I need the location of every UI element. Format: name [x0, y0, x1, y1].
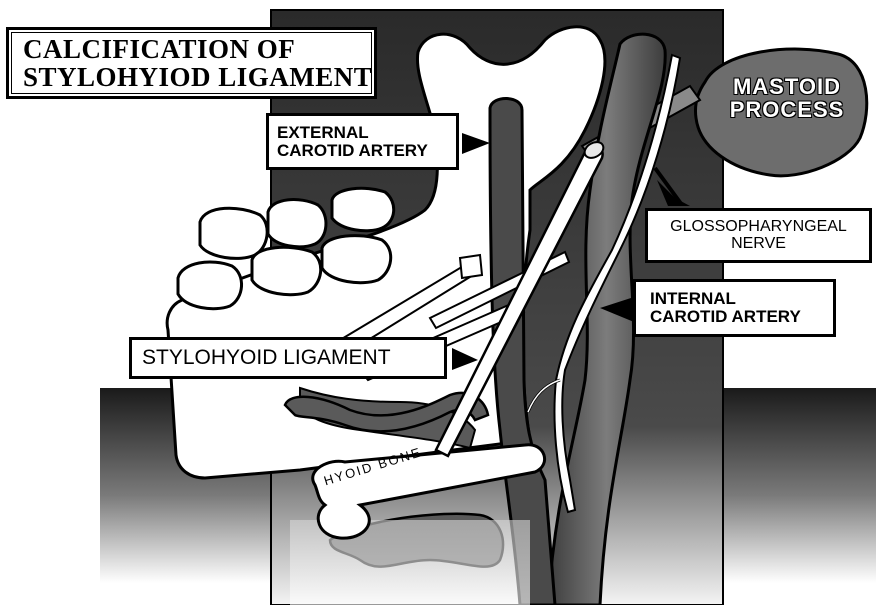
internal-carotid-line-1: INTERNAL [650, 290, 833, 308]
right-neck-band [700, 388, 876, 583]
glossopharyngeal-line-1: GLOSSOPHARYNGEAL [670, 219, 847, 236]
mastoid-line-1: MASTOID [712, 75, 862, 98]
title-label: CALCIFICATION OF STYLOHYIOD LIGAMENT [6, 27, 377, 99]
mastoid-label: MASTOID PROCESS [712, 75, 862, 121]
glossopharyngeal-label: GLOSSOPHARYNGEAL NERVE [645, 208, 872, 263]
stylohyoid-label-text: STYLOHYOID LIGAMENT [142, 347, 444, 369]
external-carotid-line-2: CAROTID ARTERY [277, 142, 456, 160]
internal-carotid-label: INTERNAL CAROTID ARTERY [633, 279, 836, 337]
external-carotid-line-1: EXTERNAL [277, 124, 456, 142]
glossopharyngeal-line-2: NERVE [731, 236, 786, 253]
mastoid-line-2: PROCESS [712, 98, 862, 121]
title-line-2: STYLOHYIOD LIGAMENT [23, 63, 374, 91]
stylohyoid-label: STYLOHYOID LIGAMENT [129, 337, 447, 379]
external-carotid-label: EXTERNAL CAROTID ARTERY [266, 113, 459, 170]
internal-carotid-line-2: CAROTID ARTERY [650, 308, 833, 326]
title-line-1: CALCIFICATION OF [23, 35, 374, 63]
